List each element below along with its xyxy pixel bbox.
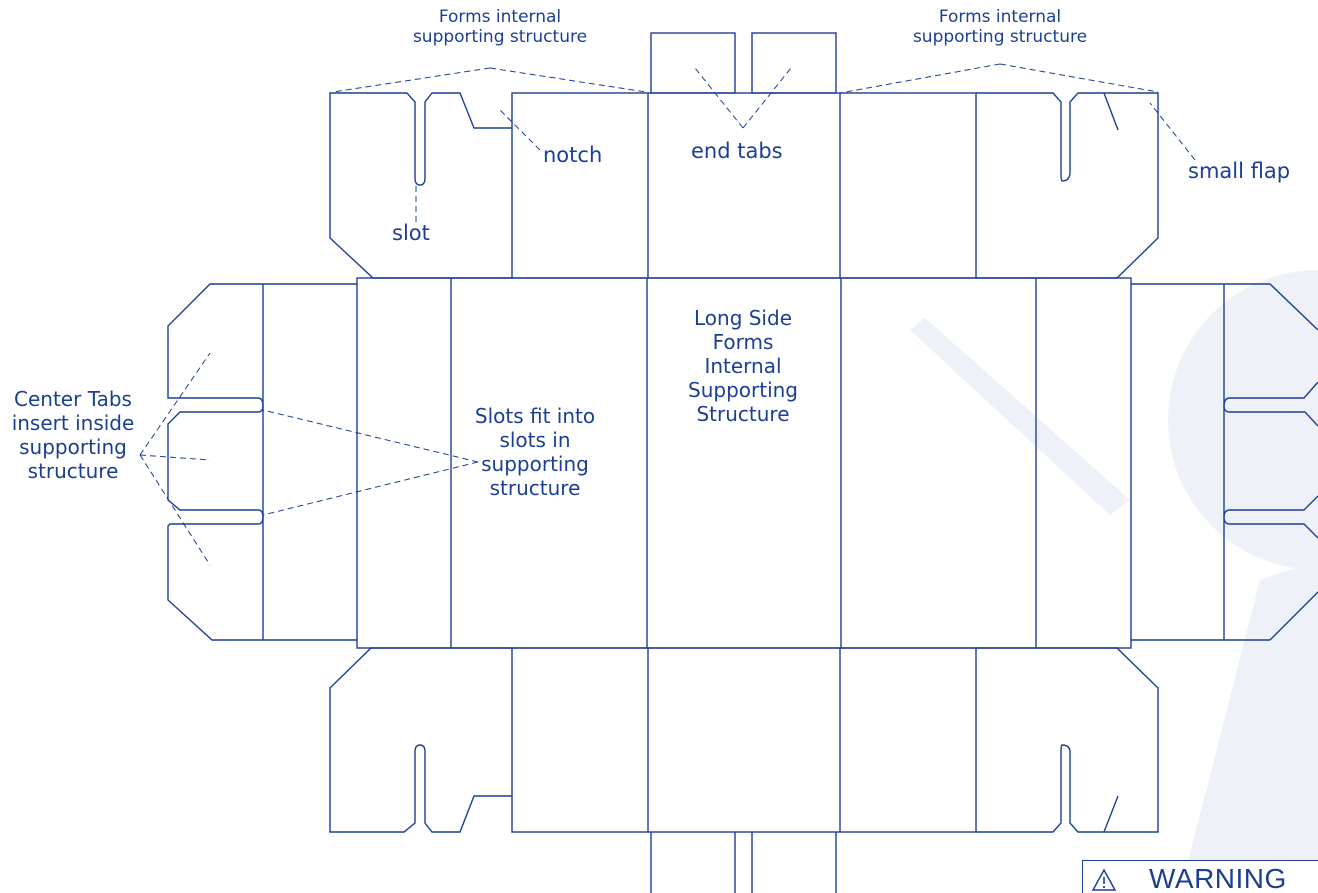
label-center-tabs: Center Tabs insert inside supporting str…	[11, 387, 135, 483]
label-forms-internal-left: Forms internal supporting structure	[412, 7, 588, 48]
leader-lines	[139, 63, 1196, 566]
top-right-flap	[976, 92, 1159, 279]
label-notch: notch	[543, 143, 603, 167]
watermark-figure	[910, 270, 1318, 893]
left-side-flap	[167, 283, 357, 641]
top-panels	[511, 92, 977, 279]
label-long-side: Long Side Forms Internal Supporting Stru…	[688, 306, 798, 426]
warning-triangle-icon	[1091, 868, 1117, 891]
label-slots-fit: Slots fit into slots in supporting struc…	[474, 404, 596, 500]
bottom-end-tabs	[650, 832, 837, 893]
end-tab-right	[751, 32, 837, 94]
bottom-small-flap-cut	[1103, 795, 1119, 833]
label-small-flap: small flap	[1188, 159, 1291, 183]
label-forms-internal-right: Forms internal supporting structure	[912, 7, 1088, 48]
end-tab-left	[650, 32, 736, 94]
right-side-tab-lower	[1223, 495, 1318, 539]
bottom-panels	[511, 647, 977, 833]
bottom-right-flap	[976, 647, 1159, 833]
warning-box: WARNING	[1082, 860, 1318, 893]
right-side-flap	[1131, 283, 1318, 331]
right-side-flap-lower	[1269, 591, 1318, 641]
top-left-flap	[329, 92, 512, 279]
bottom-left-flap	[329, 647, 512, 833]
label-end-tabs: end tabs	[691, 139, 783, 163]
label-slot: slot	[392, 221, 430, 245]
right-side-tab-upper	[1223, 381, 1318, 427]
small-flap-cut	[1103, 92, 1119, 131]
warning-text: WARNING	[1149, 863, 1287, 893]
